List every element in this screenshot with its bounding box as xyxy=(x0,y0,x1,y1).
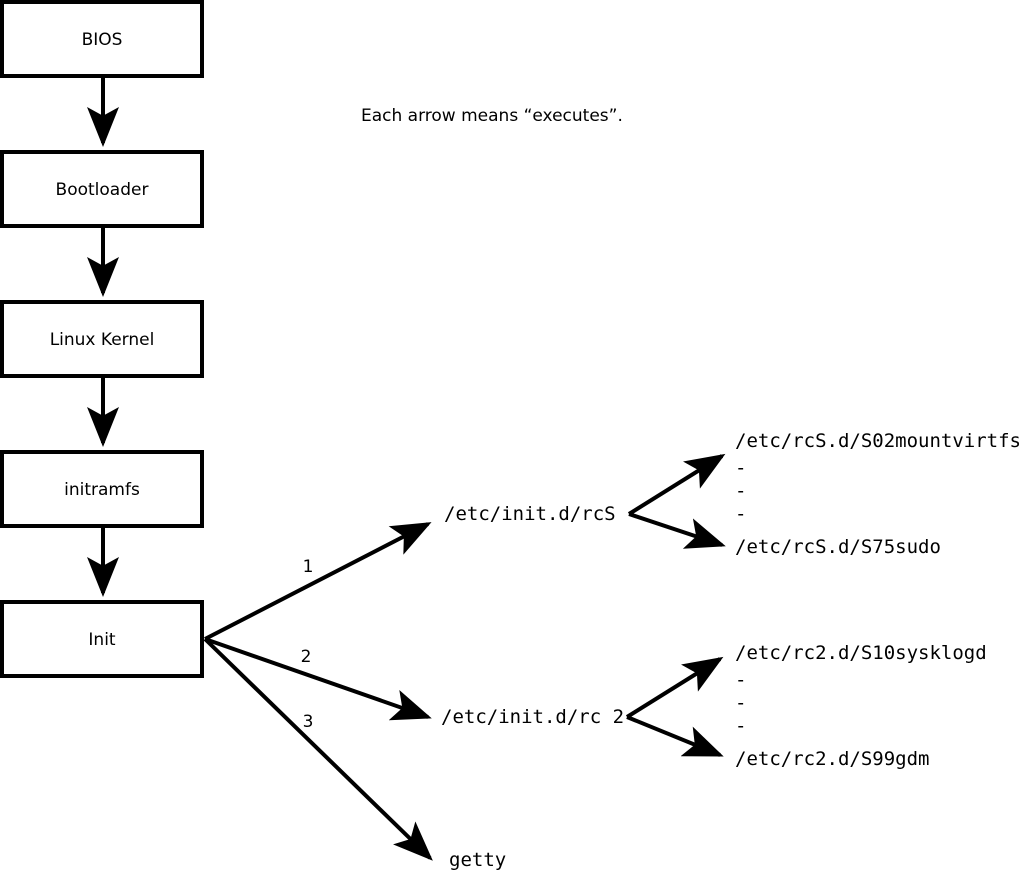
label-etc-initd-rcs: /etc/init.d/rcS xyxy=(444,503,616,525)
init-branch-numbers: 1 2 3 xyxy=(301,557,314,732)
node-initramfs: initramfs xyxy=(0,450,204,528)
bootloader-label: Bootloader xyxy=(56,180,149,200)
arrow-init-to-rcs xyxy=(204,522,432,641)
linux-kernel-box xyxy=(0,300,204,378)
init-branch-arrows xyxy=(203,522,433,861)
arrow-init-to-rc2 xyxy=(204,637,432,721)
linux-kernel-label: Linux Kernel xyxy=(50,330,155,350)
arrow-rc2-to-first-script xyxy=(625,656,724,719)
node-linux-kernel: Linux Kernel xyxy=(0,300,204,378)
label-rc2d-s99gdm: /etc/rc2.d/S99gdm xyxy=(735,748,929,770)
init-branch-labels: /etc/init.d/rcS /etc/init.d/rc 2 getty xyxy=(441,503,624,871)
node-init: Init xyxy=(0,600,204,678)
arrow-init-to-getty xyxy=(203,637,433,861)
branch-number-2: 2 xyxy=(301,647,312,667)
node-bootloader: Bootloader xyxy=(0,150,204,228)
arrow-rcs-to-first-script xyxy=(627,453,726,516)
label-rcsd-s02mountvirtfs: /etc/rcS.d/S02mountvirtfs xyxy=(735,430,1021,452)
rcs-ellipsis-dash-2: - xyxy=(735,480,746,502)
init-box xyxy=(0,600,204,678)
label-getty: getty xyxy=(449,849,506,871)
rc2-ellipsis-dash-2: - xyxy=(735,692,746,714)
bootloader-box xyxy=(0,150,204,228)
bios-label: BIOS xyxy=(82,30,123,50)
label-rc2d-s10sysklogd: /etc/rc2.d/S10sysklogd xyxy=(735,642,987,664)
rc2-script-labels: /etc/rc2.d/S10sysklogd - - - /etc/rc2.d/… xyxy=(735,642,987,770)
boot-chain-group: BIOS Bootloader Linux Kernel initramfs I… xyxy=(0,0,204,678)
node-bios: BIOS xyxy=(0,0,204,78)
rcs-ellipsis-dash-1: - xyxy=(735,457,746,479)
rcs-script-arrows xyxy=(627,453,726,549)
bios-box xyxy=(0,0,204,78)
init-label: Init xyxy=(88,630,116,650)
branch-number-3: 3 xyxy=(303,712,314,732)
rc2-ellipsis-dash-3: - xyxy=(735,715,746,737)
initramfs-box xyxy=(0,450,204,528)
rc2-script-arrows xyxy=(625,656,724,757)
rcs-ellipsis-dash-3: - xyxy=(735,503,746,525)
rc2-ellipsis-dash-1: - xyxy=(735,669,746,691)
branch-number-1: 1 xyxy=(303,557,314,577)
caption-note: Each arrow means “executes”. xyxy=(361,106,623,126)
arrow-rc2-to-last-script xyxy=(626,715,724,757)
label-rcsd-s75sudo: /etc/rcS.d/S75sudo xyxy=(735,536,941,558)
initramfs-label: initramfs xyxy=(64,480,140,500)
rcs-script-labels: /etc/rcS.d/S02mountvirtfs - - - /etc/rcS… xyxy=(735,430,1021,558)
label-etc-initd-rc2: /etc/init.d/rc 2 xyxy=(441,706,624,728)
arrow-rcs-to-last-script xyxy=(628,512,726,549)
